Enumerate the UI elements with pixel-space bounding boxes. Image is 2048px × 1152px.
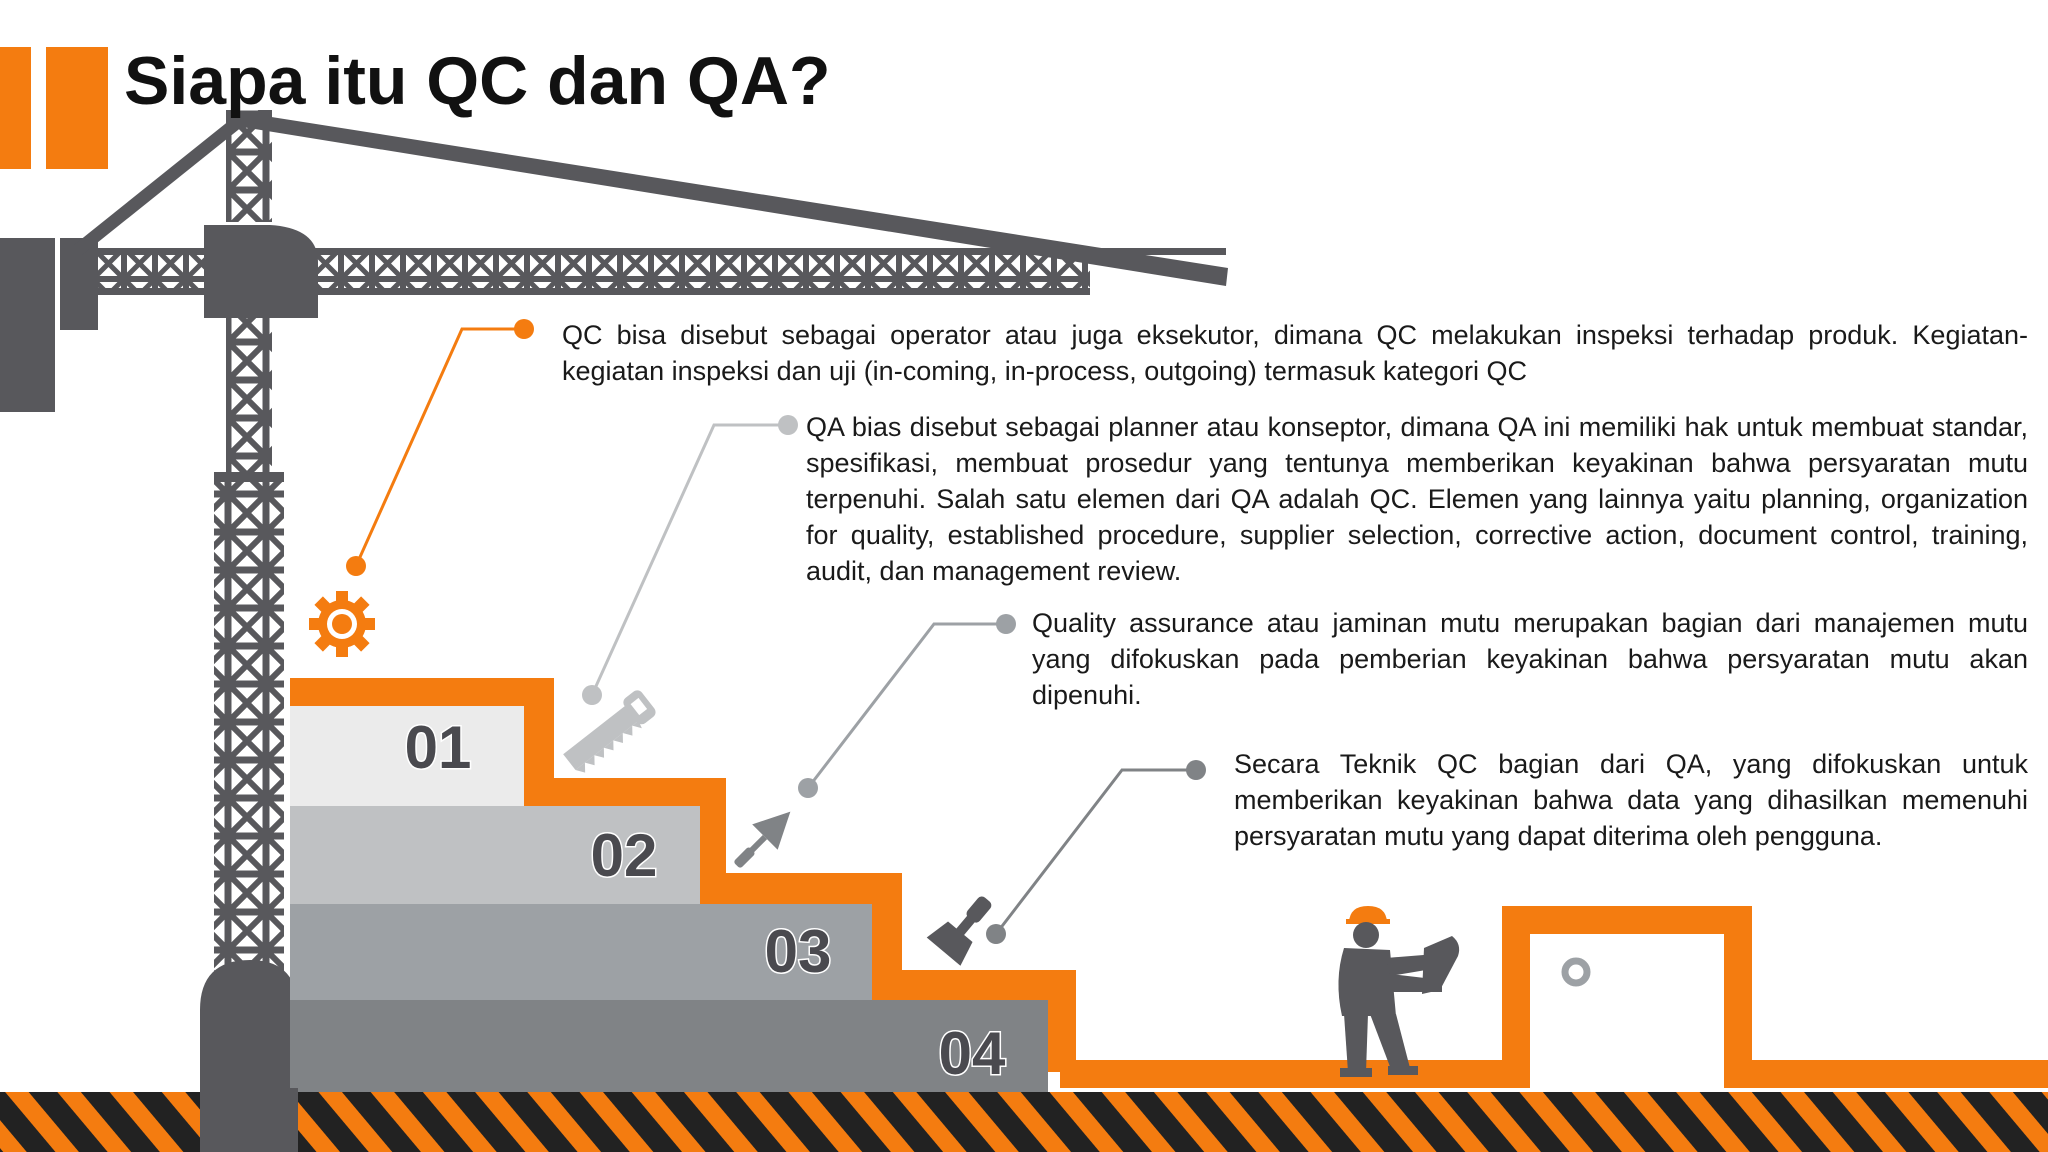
step-04 — [290, 1000, 1048, 1092]
step-number-04: 04 — [939, 1020, 1006, 1087]
scraper-icon — [926, 896, 992, 966]
ground-outline — [1060, 906, 2048, 1094]
building-door — [1530, 934, 1724, 1094]
title-accent-bars — [0, 47, 108, 169]
staircase: 01 02 03 04 — [290, 678, 1076, 1092]
callout-dot-3 — [996, 614, 1016, 634]
worker-figure — [1338, 906, 1460, 1077]
crane-base — [200, 960, 298, 1090]
step-number-03: 03 — [765, 918, 832, 985]
gear-icon — [309, 591, 375, 657]
page-title: Siapa itu QC dan QA? — [124, 43, 831, 119]
qc-part-of-qa-description: Secara Teknik QC bagian dari QA, yang di… — [1234, 749, 2028, 851]
step-number-02: 02 — [591, 822, 658, 889]
callout-dot-4 — [1186, 760, 1206, 780]
rolled-blueprint — [1422, 936, 1460, 994]
door-knob — [1561, 957, 1591, 987]
step-01 — [290, 706, 524, 806]
saw-icon — [563, 690, 656, 773]
hazard-stripe-floor — [0, 1092, 2048, 1152]
crane-tower — [214, 472, 284, 996]
callout-connectors — [346, 319, 1206, 944]
qc-description: QC bisa disebut sebagai operator atau ju… — [562, 320, 2028, 386]
trowel-icon — [734, 811, 791, 868]
hard-hat-icon — [1349, 906, 1387, 922]
step-03 — [290, 904, 872, 1000]
quality-assurance-description: Quality assurance atau jaminan mutu meru… — [1032, 608, 2028, 710]
tower-crane — [0, 110, 1228, 1090]
step-number-01: 01 — [405, 714, 472, 781]
step-02 — [290, 806, 700, 904]
crane-cab — [204, 225, 318, 318]
crane-counterweight — [0, 238, 55, 412]
callout-dot-2 — [778, 415, 798, 435]
callout-dot-1 — [514, 319, 534, 339]
qa-description: QA bias disebut sebagai planner atau kon… — [806, 412, 2028, 586]
